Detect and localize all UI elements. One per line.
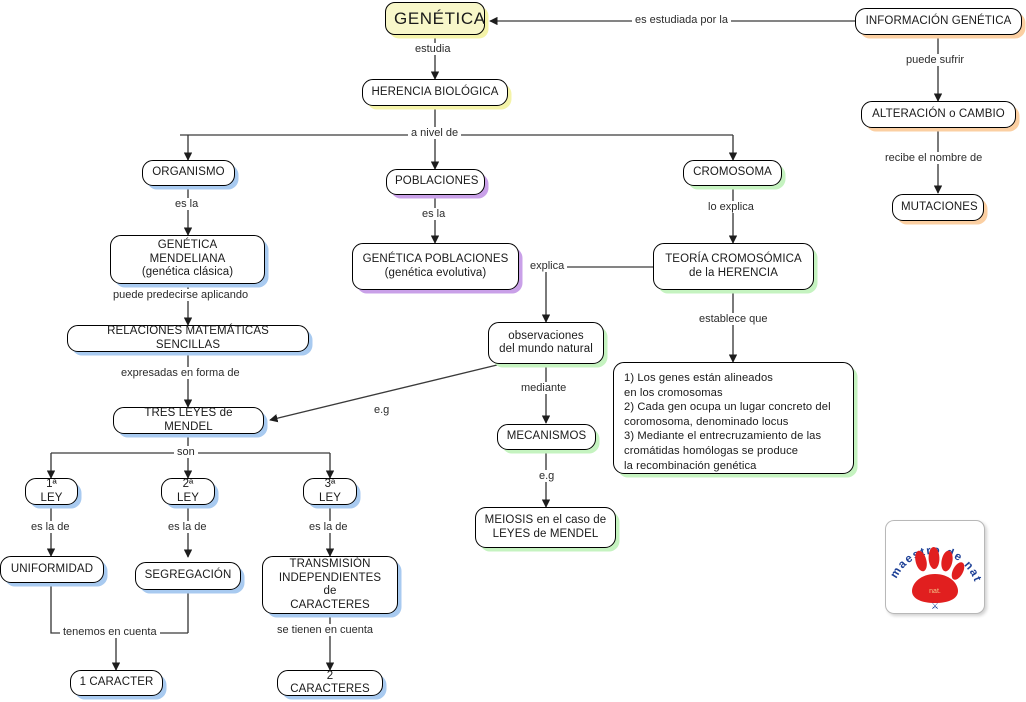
node-mecanismos-label: MECANISMOS (506, 430, 587, 443)
edge-label-expresadas-en-forma-de: expresadas en forma de (118, 367, 243, 379)
node-observaciones-line1: observaciones (508, 329, 584, 342)
edge-label-es-la-de-1: es la de (28, 521, 73, 533)
paw-icon (912, 547, 965, 603)
node-cromosoma-label: CROMOSOMA (693, 166, 772, 179)
node-organismo[interactable]: ORGANISMO (142, 160, 235, 186)
edge-label-es-estudiada-por-la: es estudiada por la (632, 14, 731, 26)
node-meiosis-line2: LEYES de MENDEL (492, 527, 599, 540)
node-uniformidad-label: UNIFORMIDAD (10, 562, 94, 575)
node-herencia-biologica-label: HERENCIA BIOLÓGICA (371, 85, 499, 98)
node-genetica-poblaciones-line1: GENÉTICA POBLACIONES (362, 253, 509, 265)
node-segregacion[interactable]: SEGREGACIÓN (135, 562, 241, 590)
postulado-line: 1) Los genes están alineados (624, 372, 773, 384)
node-ley-2[interactable]: 2ª LEY (161, 478, 215, 505)
node-dos-caracteres[interactable]: 2 CARACTERES (277, 670, 383, 696)
edge-label-es-la-organismo: es la (172, 198, 202, 210)
node-herencia-biologica[interactable]: HERENCIA BIOLÓGICA (362, 79, 508, 106)
node-transmision-caracteres[interactable]: TRANSMISIÓN INDEPENDIENTES de CARACTERES (262, 556, 398, 614)
postulado-line: la recombinación genética (624, 459, 757, 472)
node-observaciones[interactable]: observaciones del mundo natural (488, 322, 604, 364)
node-informacion-genetica[interactable]: INFORMACIÓN GENÉTICA (855, 8, 1022, 35)
node-meiosis-line1: MEIOSIS en el caso de (484, 514, 607, 526)
node-ley-2-label: 2ª LEY (176, 478, 200, 504)
postulado-line: 3) Mediante el entrecruzamiento de las (624, 430, 822, 443)
edge-label-eg-meiosis: e.g (536, 470, 558, 482)
node-tres-leyes-mendel-label: TRES LEYES de MENDEL (144, 407, 233, 433)
edge-label-puede-predecirse-aplicando: puede predecirse aplicando (110, 289, 252, 301)
postulado-line: 2) Cada gen ocupa un lugar concreto del (624, 401, 831, 414)
node-meiosis[interactable]: MEIOSIS en el caso de LEYES de MENDEL (475, 507, 616, 548)
logo-paw-caption: nat. (929, 588, 941, 595)
node-genetica[interactable]: GENÉTICA (385, 2, 485, 35)
node-dos-caracteres-label: 2 CARACTERES (290, 669, 370, 696)
node-mutaciones-label: MUTACIONES (901, 200, 978, 213)
edge-label-puede-sufrir: puede sufrir (903, 54, 968, 66)
node-mutaciones[interactable]: MUTACIONES (892, 194, 984, 221)
node-transmision-line1: TRANSMISIÓN (289, 558, 371, 570)
node-tres-leyes-mendel[interactable]: TRES LEYES de MENDEL (113, 407, 264, 434)
node-ley-3[interactable]: 3ª LEY (303, 478, 357, 505)
postulado-line: coromosoma, denominado locus (624, 415, 789, 428)
node-genetica-mendeliana-line1: GENÉTICA MENDELIANA (149, 239, 226, 265)
node-segregacion-label: SEGREGACIÓN (144, 569, 232, 582)
node-postulados-teoria[interactable]: 1) Los genes están alineados en los crom… (613, 362, 854, 474)
node-teoria-cromosomica[interactable]: TEORÍA CROMOSÓMICA de la HERENCIA (653, 243, 814, 290)
edge-label-eg-tres-leyes: e.g (371, 404, 393, 416)
node-ley-1[interactable]: 1ª LEY (25, 478, 78, 505)
postulado-line: cromátidas homólogas se produce (624, 444, 799, 457)
node-transmision-line2: INDEPENDIENTES de (278, 571, 382, 598)
node-un-caracter[interactable]: 1 CARACTER (70, 670, 163, 696)
edge-label-lo-explica: lo explica (705, 201, 757, 213)
logo-maestro-de-naturales: maestro de naturales nat. ⚔ (885, 520, 985, 614)
node-genetica-label: GENÉTICA (394, 8, 486, 28)
node-alteracion-cambio[interactable]: ALTERACIÓN o CAMBIO (861, 101, 1016, 128)
logo-artwork: maestro de naturales nat. ⚔ (886, 521, 982, 611)
node-cromosoma[interactable]: CROMOSOMA (683, 160, 782, 186)
node-genetica-poblaciones-line2: (genética evolutiva) (384, 266, 487, 279)
edge-label-recibe-el-nombre-de: recibe el nombre de (882, 152, 986, 164)
node-genetica-poblaciones[interactable]: GENÉTICA POBLACIONES (genética evolutiva… (352, 243, 519, 290)
logo-bottom-mark: ⚔ (931, 601, 939, 611)
node-ley-1-label: 1ª LEY (40, 478, 63, 504)
node-genetica-mendeliana[interactable]: GENÉTICA MENDELIANA (genética clásica) (110, 235, 265, 284)
edge-label-es-la-poblaciones: es la (419, 208, 449, 220)
edge-label-son: son (174, 446, 198, 458)
node-genetica-mendeliana-line2: (genética clásica) (141, 266, 234, 279)
node-alteracion-cambio-label: ALTERACIÓN o CAMBIO (872, 107, 1005, 120)
node-teoria-cromosomica-line1: TEORÍA CROMOSÓMICA (665, 253, 802, 265)
edge-label-tenemos-en-cuenta: tenemos en cuenta (60, 626, 160, 638)
node-relaciones-matematicas-label: RELACIONES MATEMÁTICAS SENCILLAS (107, 325, 269, 351)
edge-label-es-la-de-3: es la de (306, 521, 351, 533)
node-relaciones-matematicas[interactable]: RELACIONES MATEMÁTICAS SENCILLAS (67, 325, 309, 352)
node-teoria-cromosomica-line2: de la HERENCIA (689, 266, 778, 279)
node-observaciones-line2: del mundo natural (499, 343, 593, 355)
node-ley-3-label: 3ª LEY (318, 478, 342, 504)
node-poblaciones[interactable]: POBLACIONES (386, 169, 485, 195)
node-mecanismos[interactable]: MECANISMOS (497, 424, 596, 450)
edge-label-establece-que: establece que (696, 313, 771, 325)
edge-label-estudia: estudia (412, 43, 454, 55)
node-un-caracter-label: 1 CARACTER (79, 676, 154, 689)
postulado-line: en los cromosomas (624, 386, 723, 399)
edge-label-mediante: mediante (518, 382, 570, 394)
node-informacion-genetica-label: INFORMACIÓN GENÉTICA (865, 14, 1012, 27)
edge-label-es-la-de-2: es la de (165, 521, 210, 533)
edge-label-explica: explica (527, 260, 568, 272)
node-uniformidad[interactable]: UNIFORMIDAD (0, 556, 104, 583)
edge-label-se-tienen-en-cuenta: se tienen en cuenta (274, 624, 377, 636)
node-transmision-line3: CARACTERES (290, 598, 370, 611)
node-organismo-label: ORGANISMO (152, 166, 225, 179)
edge-label-a-nivel-de: a nivel de (408, 127, 462, 139)
node-poblaciones-label: POBLACIONES (395, 175, 479, 188)
